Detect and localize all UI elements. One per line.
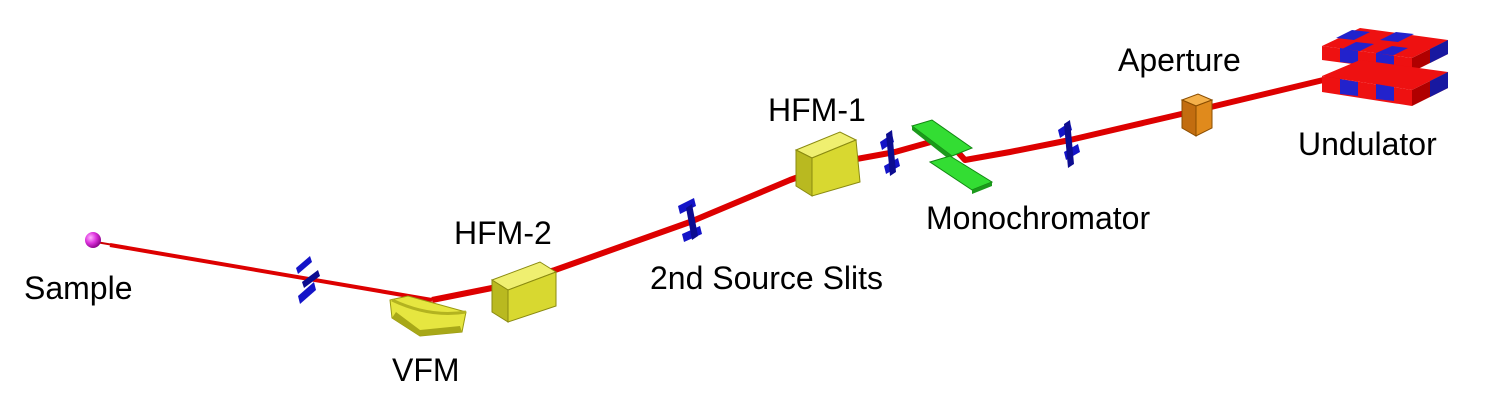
- hfm1-mirror-icon: [794, 131, 861, 197]
- slit-2-icon: [678, 198, 702, 242]
- label-monochromator: Monochromator: [926, 200, 1151, 236]
- label-hfm1: HFM-1: [768, 92, 866, 128]
- label-undulator: Undulator: [1298, 126, 1437, 162]
- slit-3-icon: [880, 130, 900, 176]
- label-hfm2: HFM-2: [454, 215, 552, 251]
- monochromator-icon: [910, 119, 994, 194]
- vfm-mirror-icon: [389, 295, 467, 337]
- label-vfm: VFM: [392, 352, 460, 388]
- hfm2-mirror-icon: [490, 261, 558, 323]
- slit-4-icon: [1058, 120, 1080, 168]
- sample-sphere: [85, 232, 101, 248]
- label-2nd-source-slits: 2nd Source Slits: [650, 260, 884, 296]
- undulator-icon: [1322, 28, 1448, 106]
- label-aperture: Aperture: [1118, 42, 1241, 78]
- aperture-icon: [1180, 93, 1214, 137]
- slit-1-icon: [296, 256, 320, 304]
- label-sample: Sample: [24, 270, 133, 306]
